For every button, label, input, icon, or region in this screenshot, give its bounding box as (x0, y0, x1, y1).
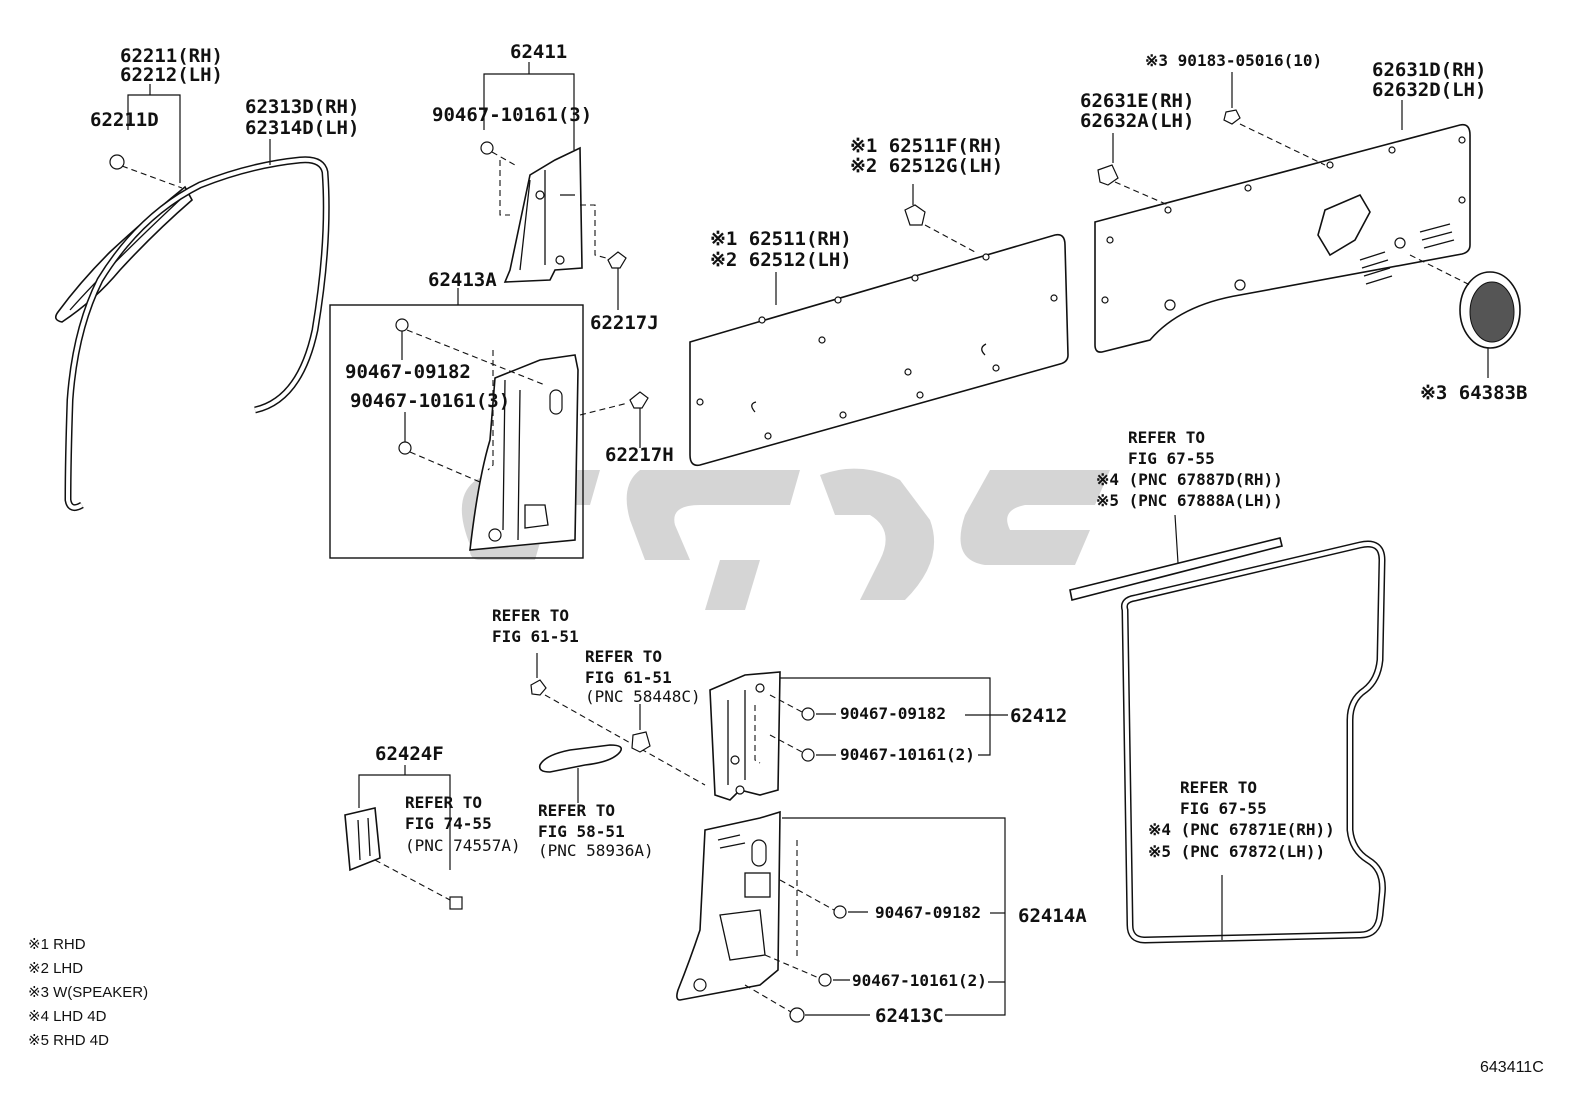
door-weatherstrip-67871 (1121, 540, 1386, 944)
clip-90467-10161-b (398, 350, 494, 483)
belt-moulding (1069, 514, 1283, 601)
label-62413a: 62413A (428, 269, 497, 291)
leader-62211 (127, 94, 181, 183)
label-62511f-rh: ※1 62511F(RH) (850, 135, 1003, 157)
clip-90183 (1223, 72, 1326, 166)
quarter-trim-62414a (676, 810, 781, 1001)
svg-text:REFER TO: REFER TO (405, 793, 482, 812)
svg-text:※4 (PNC 67887D(RH)): ※4 (PNC 67887D(RH)) (1096, 470, 1283, 489)
svg-text:※5 (PNC 67872(LH)): ※5 (PNC 67872(LH)) (1148, 842, 1325, 861)
label-62414a: 62414A (1018, 905, 1087, 927)
bracket-62424f (344, 765, 463, 910)
a-pillar-garnish (54, 185, 194, 323)
svg-text:FIG 61-51: FIG 61-51 (585, 668, 672, 687)
label-90467-09182-mid: 90467-09182 (840, 704, 946, 723)
legend: ※1 RHD ※2 LHD ※3 W(SPEAKER) ※4 LHD 4D ※5… (28, 936, 148, 1049)
label-62424f: 62424F (375, 743, 444, 765)
label-62631d-rh: 62631D(RH) (1372, 59, 1486, 81)
svg-text:FIG 67-55: FIG 67-55 (1180, 799, 1267, 818)
clip-62217h (579, 391, 649, 448)
clip-90467-09182-c (779, 879, 868, 919)
speaker-grille-64383b (1409, 254, 1521, 378)
refer-67-55-door: REFER TO FIG 67-55 ※4 (PNC 67871E(RH)) ※… (1148, 778, 1335, 861)
label-62632d-lh: 62632D(LH) (1372, 79, 1486, 101)
label-62512g-lh: ※2 62512G(LH) (850, 155, 1003, 177)
label-62217h: 62217H (605, 444, 674, 466)
svg-text:(PNC 58936A): (PNC 58936A) (538, 841, 654, 860)
refer-67-55-belt: REFER TO FIG 67-55 ※4 (PNC 67887D(RH)) ※… (1096, 428, 1283, 510)
label-62412: 62412 (1010, 705, 1067, 727)
svg-text:FIG 61-51: FIG 61-51 (492, 627, 579, 646)
svg-text:REFER TO: REFER TO (492, 606, 569, 625)
clip-62211d (109, 154, 183, 189)
label-90467-10161-2-low: 90467-10161(2) (852, 971, 987, 990)
svg-text:FIG 58-51: FIG 58-51 (538, 822, 625, 841)
clip-90467-10161-c (754, 705, 836, 764)
clip-62631e (1097, 133, 1169, 206)
clip-90467-09182-a (395, 318, 546, 386)
legend-item: ※5 RHD 4D (28, 1032, 109, 1049)
legend-item: ※4 LHD 4D (28, 1008, 107, 1025)
label-62631e-rh: 62631E(RH) (1080, 90, 1194, 112)
label-62313d-rh: 62313D(RH) (245, 96, 359, 118)
svg-text:※4 (PNC 67871E(RH)): ※4 (PNC 67871E(RH)) (1148, 820, 1335, 839)
label-62212-lh: 62212(LH) (120, 64, 223, 86)
quarter-panel-62631d (1094, 123, 1471, 353)
clip-62217j (580, 204, 627, 310)
legend-item: ※2 LHD (28, 960, 83, 977)
label-62411: 62411 (510, 41, 567, 63)
label-90183-05016: ※3 90183-05016(10) (1145, 51, 1322, 70)
pillar-garnish-62411 (503, 146, 583, 283)
detail-box-62413a (329, 304, 584, 559)
svg-text:REFER TO: REFER TO (585, 647, 662, 666)
svg-text:REFER TO: REFER TO (538, 801, 615, 820)
svg-text:(PNC 58448C): (PNC 58448C) (585, 687, 701, 706)
label-62511-rh: ※1 62511(RH) (710, 228, 852, 250)
label-90467-09182-low: 90467-09182 (875, 903, 981, 922)
figure-id: 643411C (1480, 1059, 1544, 1076)
label-62413c: 62413C (875, 1005, 944, 1027)
refer-61-51-clip: REFER TO FIG 61-51 (492, 606, 579, 646)
svg-text:FIG 67-55: FIG 67-55 (1128, 449, 1215, 468)
legend-item: ※1 RHD (28, 936, 86, 953)
svg-text:※5 (PNC 67888A(LH)): ※5 (PNC 67888A(LH)) (1096, 491, 1283, 510)
label-90467-10161-3-top: 90467-10161(3) (432, 104, 592, 126)
cap-58448c (631, 704, 651, 753)
clip-90467-09182-b (769, 694, 836, 721)
clip-90467-10161-d (764, 840, 850, 987)
svg-text:(PNC 74557A): (PNC 74557A) (405, 836, 521, 855)
label-90467-09182-box: 90467-09182 (345, 361, 471, 383)
quarter-trim-62413a (469, 354, 579, 551)
label-90467-10161-3-box: 90467-10161(3) (350, 390, 510, 412)
label-62632a-lh: 62632A(LH) (1080, 110, 1194, 132)
clip-62413c (744, 984, 870, 1023)
label-64383b: ※3 64383B (1420, 382, 1527, 404)
label-62512-lh: ※2 62512(LH) (710, 249, 852, 271)
door-opening-weatherstrip (64, 156, 330, 512)
label-90467-10161-2-mid: 90467-10161(2) (840, 745, 975, 764)
quarter-panel-62511 (689, 233, 1069, 467)
clip-90467-10161-a (480, 141, 516, 216)
clip-refer-61-51 (530, 653, 706, 786)
pillar-trim-62412 (709, 671, 781, 801)
legend-item: ※3 W(SPEAKER) (28, 984, 148, 1001)
clip-62511f (904, 184, 976, 253)
refer-58-51-grip: REFER TO FIG 58-51 (PNC 58936A) (538, 801, 654, 860)
svg-text:FIG 74-55: FIG 74-55 (405, 814, 492, 833)
refer-74-55-bracket: REFER TO FIG 74-55 (PNC 74557A) (405, 793, 521, 855)
label-62211d: 62211D (90, 109, 159, 131)
svg-text:REFER TO: REFER TO (1128, 428, 1205, 447)
label-62314d-lh: 62314D(LH) (245, 117, 359, 139)
assist-grip-58936a (538, 744, 623, 803)
label-62217j: 62217J (590, 312, 659, 334)
label-62211-rh: 62211(RH) (120, 45, 223, 67)
svg-text:REFER TO: REFER TO (1180, 778, 1257, 797)
refer-61-51-cap: REFER TO FIG 61-51 (PNC 58448C) (585, 647, 701, 706)
